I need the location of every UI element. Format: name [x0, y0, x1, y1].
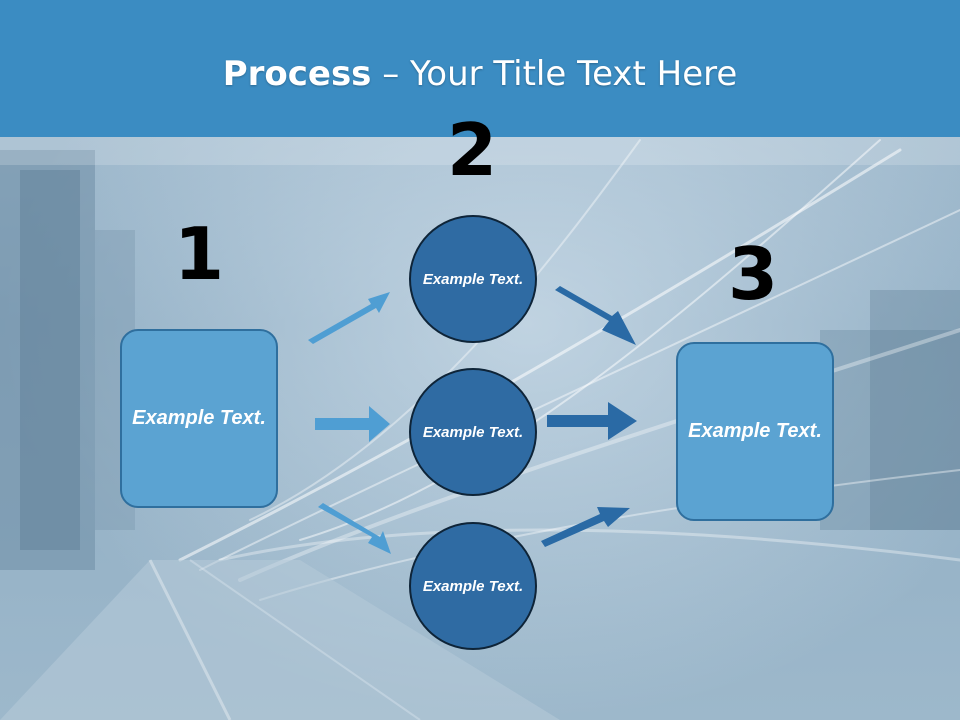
- step-circle-top-label: Example Text.: [422, 270, 524, 288]
- stage-number-3: 3: [727, 232, 779, 316]
- slide-title: Process – Your Title Text Here: [0, 52, 960, 96]
- left-step-box: Example Text.: [120, 329, 278, 508]
- step-circle-bottom: Example Text.: [409, 522, 537, 650]
- title-rest: – Your Title Text Here: [371, 54, 738, 94]
- step-circle-middle-label: Example Text.: [422, 423, 524, 441]
- right-step-box: Example Text.: [676, 342, 834, 521]
- step-circle-top: Example Text.: [409, 215, 537, 343]
- step-circle-bottom-label: Example Text.: [422, 577, 524, 595]
- stage-number-1: 1: [173, 212, 225, 296]
- stage-number-2: 2: [446, 108, 498, 192]
- step-circle-middle: Example Text.: [409, 368, 537, 496]
- title-band: [0, 0, 960, 137]
- title-bold: Process: [222, 54, 372, 94]
- right-step-label: Example Text.: [688, 420, 822, 442]
- left-step-label: Example Text.: [132, 407, 266, 429]
